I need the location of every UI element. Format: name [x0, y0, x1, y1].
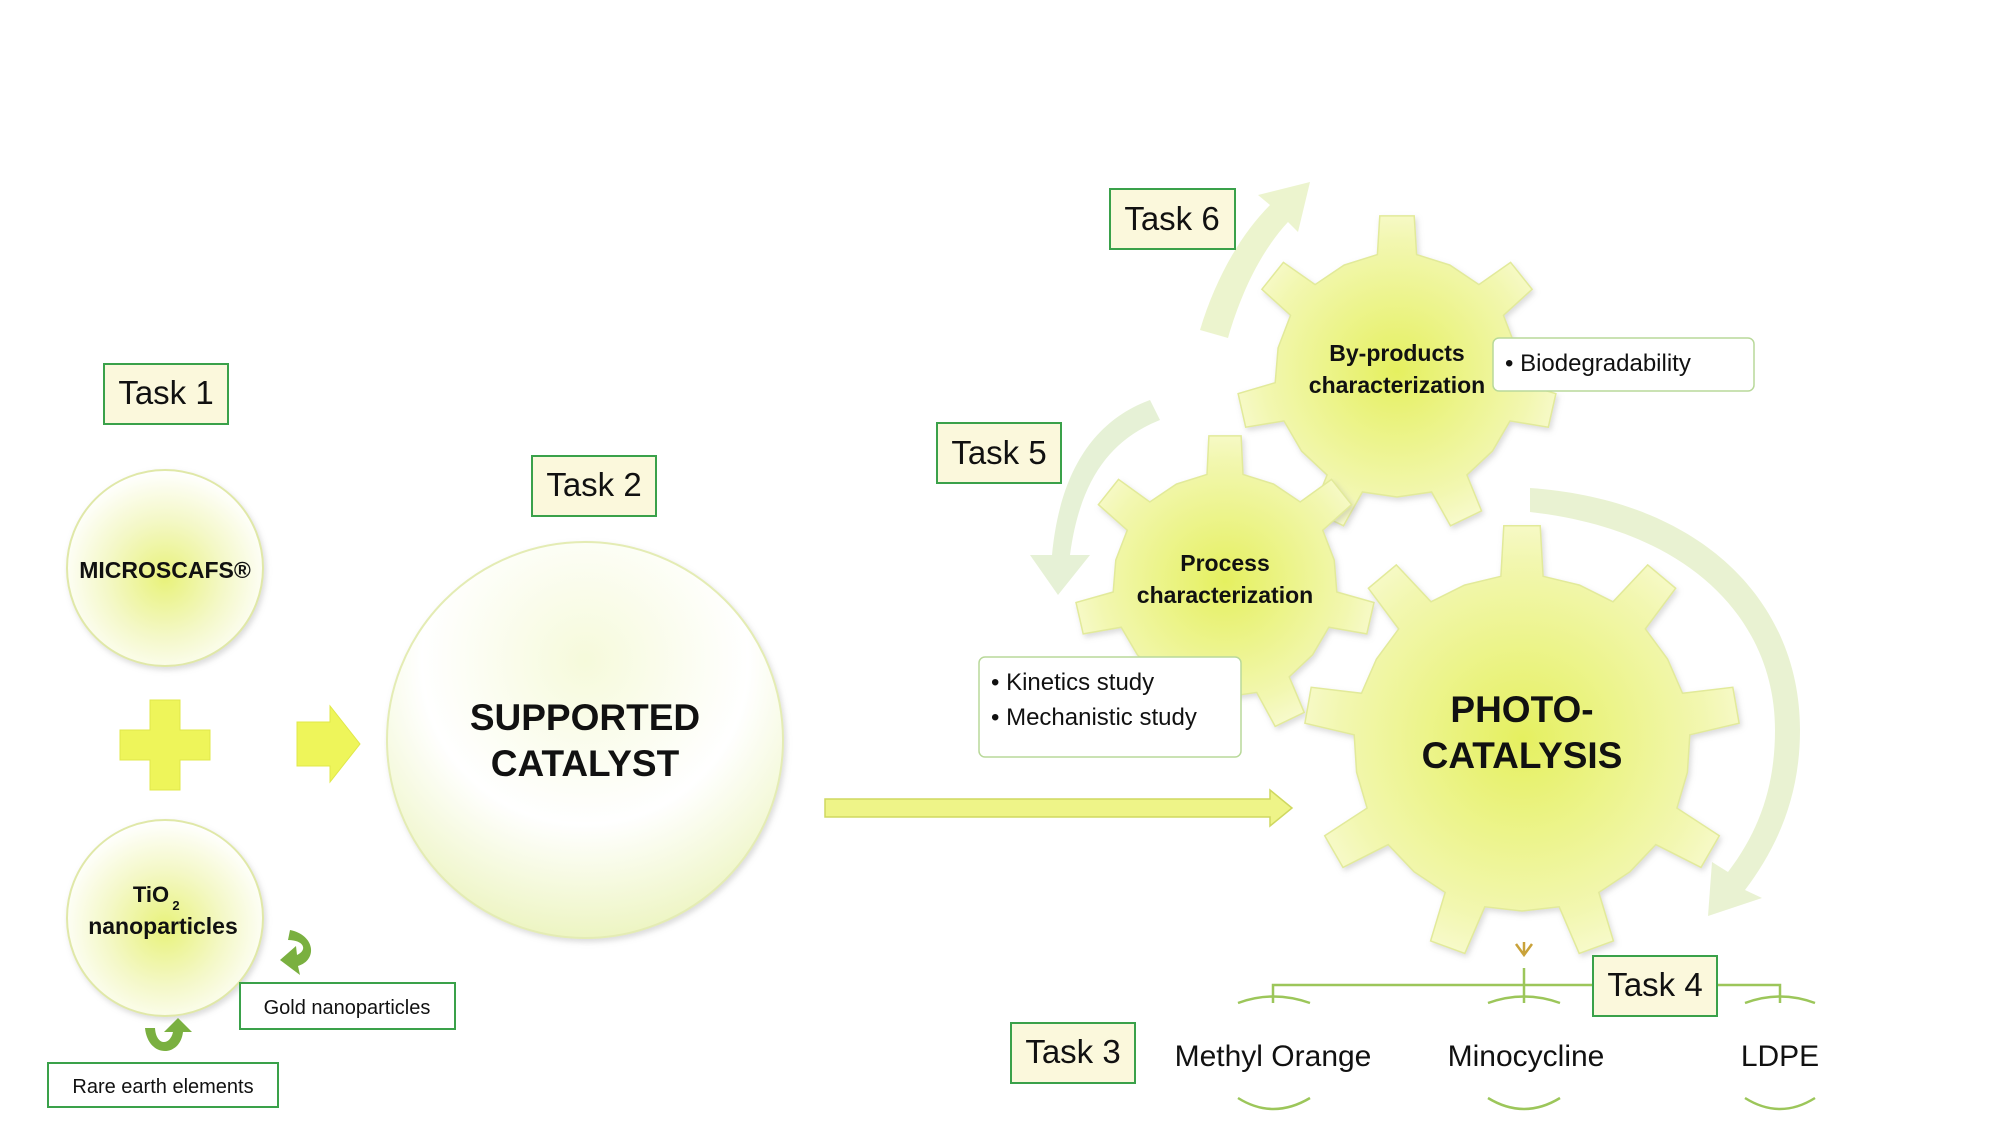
task6-label: Task 6 — [1109, 188, 1236, 250]
task5-label: Task 5 — [936, 422, 1062, 484]
tio2-subscript: 2 — [172, 898, 179, 913]
photocatalysis-line1: PHOTO- — [1450, 689, 1593, 730]
task2-text: Task 2 — [546, 466, 641, 503]
task3-label: Task 3 — [1010, 1022, 1136, 1084]
byproducts-line2: characterization — [1309, 372, 1485, 398]
task6-text: Task 6 — [1124, 200, 1219, 237]
long-right-arrow-icon — [824, 788, 1294, 828]
tio2-label: TiO — [133, 882, 169, 907]
rare-earth-label: Rare earth elements — [72, 1076, 253, 1098]
target-ldpe: LDPE — [1741, 1040, 1819, 1073]
task5-text: Task 5 — [951, 434, 1046, 471]
plus-icon — [119, 699, 211, 791]
supported-catalyst-line2: CATALYST — [491, 743, 680, 784]
photocatalysis-curved-arrow-icon — [1530, 488, 1800, 916]
gear-photo-shape — [1304, 525, 1740, 955]
gear-process-shape — [1075, 435, 1375, 728]
gold-nanoparticles-label: Gold nanoparticles — [264, 997, 431, 1019]
task1-label: Task 1 — [103, 363, 229, 425]
right-arrow-icon — [296, 704, 361, 784]
biodegradability-item: • Biodegradability — [1505, 350, 1691, 377]
gear-byproducts-shape — [1237, 215, 1557, 527]
task4-label: Task 4 — [1592, 955, 1718, 1017]
process-gear — [1075, 435, 1375, 728]
photocatalysis-line2: CATALYSIS — [1422, 735, 1623, 776]
gold-nanoparticles-box: Gold nanoparticles — [239, 982, 456, 1030]
target-tree — [1237, 942, 1816, 1111]
task2-label: Task 2 — [531, 455, 657, 517]
photocatalysis-gear — [1304, 525, 1740, 955]
gold-curved-arrow-icon — [280, 930, 312, 975]
mechanistic-item: • Mechanistic study — [991, 704, 1197, 731]
microscafs-sphere — [66, 469, 264, 667]
target-minocycline: Minocycline — [1448, 1040, 1605, 1073]
kinetics-item: • Kinetics study — [991, 669, 1154, 696]
supported-catalyst-line1: SUPPORTED — [470, 697, 700, 738]
task4-text: Task 4 — [1607, 966, 1702, 1003]
microscafs-label: MICROSCAFS® — [79, 557, 251, 583]
biodegradability-box: • Biodegradability — [1492, 337, 1755, 392]
byproducts-gear — [1237, 215, 1557, 527]
tio2-sphere — [66, 819, 264, 1017]
byproducts-line1: By-products — [1329, 340, 1464, 366]
process-line1: Process — [1180, 550, 1270, 576]
task3-text: Task 3 — [1025, 1033, 1120, 1070]
process-line2: characterization — [1137, 582, 1313, 608]
rare-earth-curved-arrow-icon — [145, 1018, 192, 1052]
process-studies-box: • Kinetics study • Mechanistic study — [978, 656, 1242, 758]
task1-text: Task 1 — [118, 374, 213, 411]
rare-earth-box: Rare earth elements — [47, 1062, 279, 1108]
nanoparticles-label: nanoparticles — [88, 913, 238, 939]
task5-curved-arrow-icon — [1030, 400, 1160, 595]
target-methyl-orange: Methyl Orange — [1175, 1040, 1372, 1073]
task6-curved-arrow-icon — [1200, 182, 1310, 338]
supported-catalyst-sphere — [386, 541, 784, 939]
